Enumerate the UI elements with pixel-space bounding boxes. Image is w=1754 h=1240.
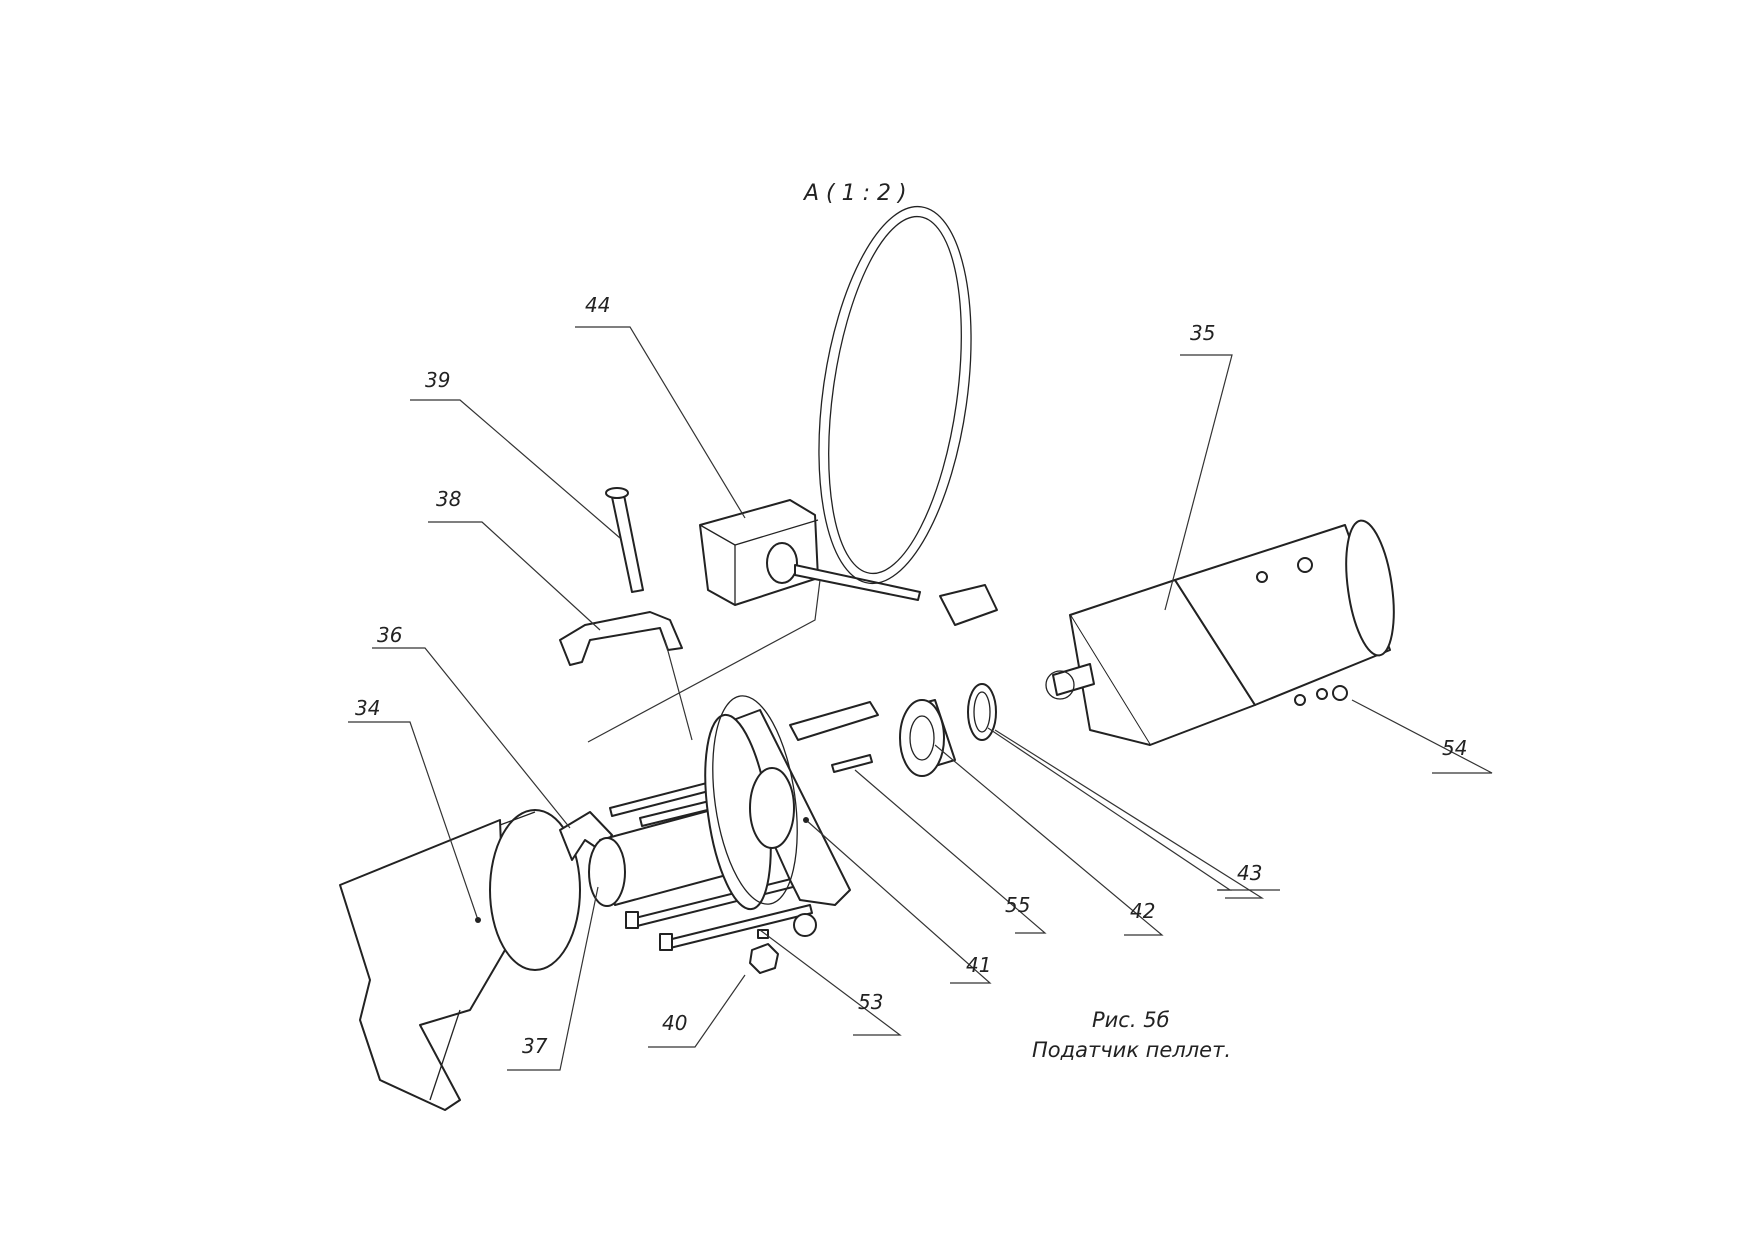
callout-44: 44 — [585, 293, 611, 317]
callout-42: 42 — [1130, 899, 1156, 923]
callout-38: 38 — [436, 487, 462, 511]
part-39-pin — [605, 487, 644, 593]
callout-39: 39 — [425, 368, 451, 392]
caption-title: Податчик пеллет. — [1032, 1038, 1231, 1062]
callout-43: 43 — [1237, 861, 1263, 885]
callout-37: 37 — [522, 1034, 548, 1058]
callout-53: 53 — [858, 990, 884, 1014]
view-label: A ( 1 : 2 ) — [804, 181, 907, 206]
callout-54: 54 — [1442, 736, 1468, 760]
part-42-bearing — [899, 699, 956, 777]
part-40-nut — [749, 929, 779, 974]
leader-lines — [348, 326, 1493, 1071]
callout-41: 41 — [966, 953, 992, 977]
part-41-flange — [704, 695, 851, 937]
callout-40: 40 — [662, 1011, 688, 1035]
callout-34: 34 — [355, 696, 381, 720]
caption-figure-number: Рис. 5б — [1092, 1008, 1170, 1032]
part-38-ubracket — [559, 611, 683, 666]
callout-35: 35 — [1190, 321, 1216, 345]
part-55-key — [831, 754, 873, 773]
callout-55: 55 — [1005, 893, 1031, 917]
bracket-plate — [789, 701, 879, 741]
part-44-junctionbox — [699, 205, 998, 626]
part-35-gearmotor — [1045, 519, 1395, 746]
part-34-tube — [339, 809, 581, 1111]
callout-36: 36 — [377, 623, 403, 647]
part-43-ring — [967, 683, 997, 741]
